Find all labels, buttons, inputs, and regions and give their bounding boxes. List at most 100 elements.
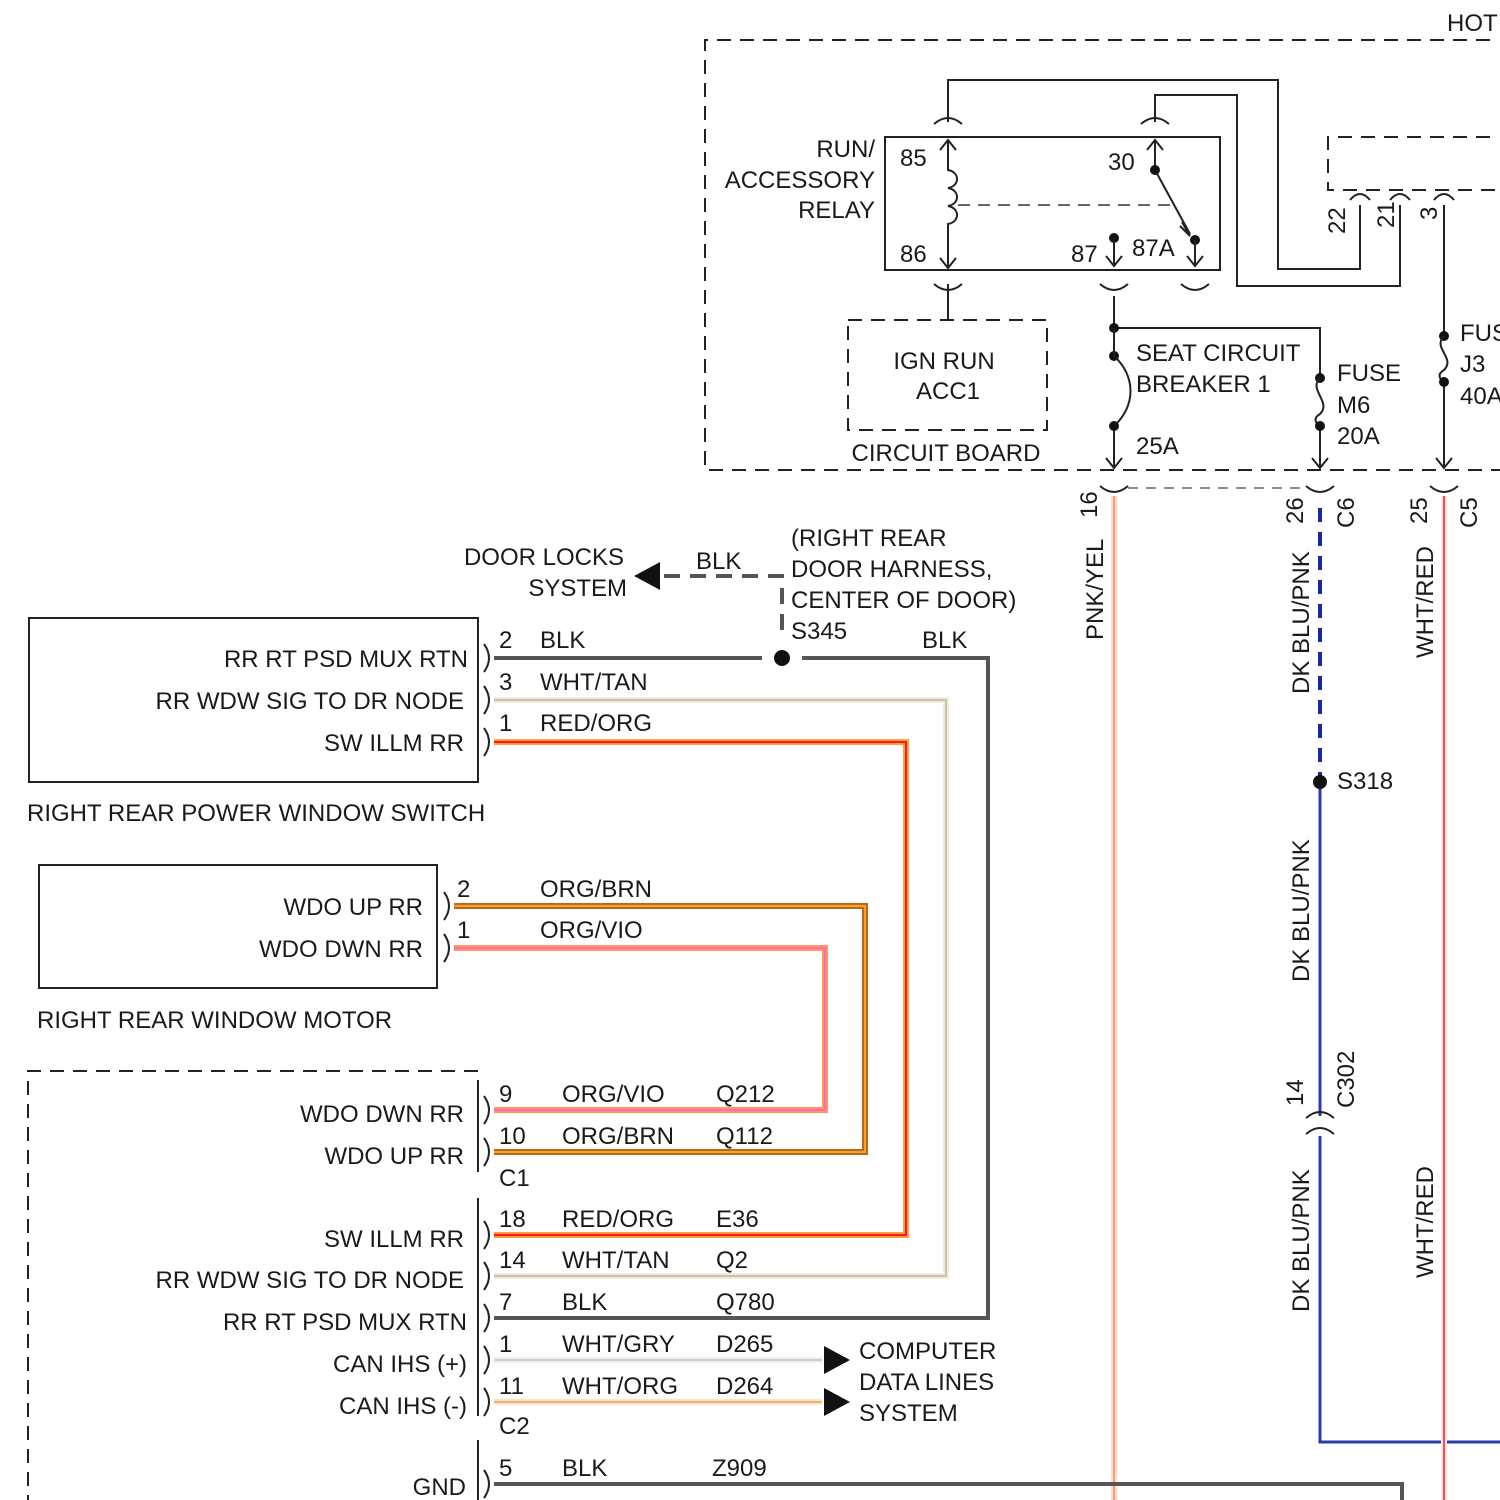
- can-plus-arrow-icon: [824, 1346, 850, 1374]
- wire-red-org: [494, 742, 906, 1235]
- module-pin-color-6: WHT/GRY: [562, 1331, 675, 1358]
- switch-pin-label-2: RR WDW SIG TO DR NODE: [156, 688, 464, 715]
- switch-pin-color-2: WHT/TAN: [540, 669, 648, 696]
- module-pin-circuit-7: D264: [716, 1373, 773, 1400]
- pin-26-label: 26: [1282, 497, 1309, 524]
- module-pin-label-2: WDO UP RR: [324, 1143, 464, 1170]
- gnd-label: GND: [413, 1474, 466, 1500]
- fuse-j3-line2: J3: [1460, 351, 1485, 378]
- module-pin-num-8: 5: [499, 1455, 512, 1482]
- relay-pin-30: 30: [1108, 149, 1135, 176]
- splice-note-line2: DOOR HARNESS,: [791, 556, 992, 583]
- splice-note-line1: (RIGHT REAR: [791, 525, 947, 552]
- motor-pin-label-2: WDO DWN RR: [259, 936, 423, 963]
- hot-label: HOT: [1447, 10, 1498, 37]
- splice-note-line4: S345: [791, 618, 847, 645]
- motor-pin-num-2: 1: [457, 917, 470, 944]
- pnk-yel-label: PNK/YEL: [1082, 539, 1109, 640]
- module-pin-circuit-8: Z909: [712, 1455, 767, 1482]
- switch-title: RIGHT REAR POWER WINDOW SWITCH: [27, 800, 485, 827]
- seat-breaker-amps: 25A: [1136, 433, 1179, 460]
- module-pin-circuit-3: E36: [716, 1206, 759, 1233]
- module-c2-label: C2: [499, 1413, 530, 1440]
- motor-pin-color-2: ORG/VIO: [540, 917, 643, 944]
- module-pin-circuit-1: Q212: [716, 1081, 775, 1108]
- module-pin-label-1: WDO DWN RR: [300, 1101, 464, 1128]
- motor-pin-label-1: WDO UP RR: [283, 894, 423, 921]
- dk-blu-pnk-label-1: DK BLU/PNK: [1288, 551, 1315, 694]
- module-pin-color-2: ORG/BRN: [562, 1123, 674, 1150]
- module-pin-num-7: 11: [499, 1373, 524, 1400]
- wire-gnd-blk: [494, 1484, 1402, 1500]
- ign-run-line2: ACC1: [916, 378, 980, 405]
- fuse-m6-line1: FUSE: [1337, 360, 1401, 387]
- fuse-j3-line1: FUS: [1460, 320, 1500, 347]
- switch-pin-color-3: RED/ORG: [540, 710, 652, 737]
- module-c1-label: C1: [499, 1165, 530, 1192]
- pin-3-label: 3: [1416, 207, 1443, 220]
- wht-red-label-2: WHT/RED: [1412, 1166, 1439, 1278]
- computer-data-line1: COMPUTER: [859, 1338, 996, 1365]
- relay-name-line3: RELAY: [798, 197, 875, 224]
- module-pin-num-1: 9: [499, 1081, 512, 1108]
- relay-pin-87a: 87A: [1132, 235, 1175, 262]
- fuse-j3-line3: 40A: [1460, 383, 1500, 410]
- wire-wht-tan: [494, 700, 946, 1276]
- module-pin-label-6: CAN IHS (+): [333, 1351, 467, 1378]
- switch-pin-label-3: SW ILLM RR: [324, 730, 464, 757]
- module-pin-label-4: RR WDW SIG TO DR NODE: [156, 1267, 464, 1294]
- module-pin-num-6: 1: [499, 1331, 512, 1358]
- door-locks-arrow-icon: [634, 562, 660, 590]
- pin-25-label: 25: [1406, 497, 1433, 524]
- motor-pin-color-1: ORG/BRN: [540, 876, 652, 903]
- power-distribution-center: HOT RUN/ ACCESSORY RELAY 85 86 30 87 87A: [705, 10, 1500, 470]
- switch-pin-num-3: 1: [499, 710, 512, 737]
- module-pin-label-5: RR RT PSD MUX RTN: [223, 1309, 467, 1336]
- c5-label: C5: [1456, 497, 1483, 528]
- fuse-m6-line3: 20A: [1337, 423, 1380, 450]
- blk-top-label: BLK: [696, 548, 741, 575]
- seat-breaker-line2: BREAKER 1: [1136, 371, 1271, 398]
- can-minus-arrow-icon: [824, 1388, 850, 1416]
- module-pin-circuit-4: Q2: [716, 1247, 748, 1274]
- dk-blu-pnk-label-2: DK BLU/PNK: [1288, 839, 1315, 982]
- wire-dk-blu-pnk: [1313, 508, 1500, 1442]
- seat-breaker-line1: SEAT CIRCUIT: [1136, 340, 1301, 367]
- blk-right-label: BLK: [922, 627, 967, 654]
- module-pin-num-2: 10: [499, 1123, 526, 1150]
- pin-21-label: 21: [1373, 201, 1400, 228]
- module-pin-num-3: 18: [499, 1206, 526, 1233]
- module-pin-num-4: 14: [499, 1247, 526, 1274]
- module-pin-label-7: CAN IHS (-): [339, 1393, 467, 1420]
- relay-name-line1: RUN/: [816, 136, 875, 163]
- fuse-m6-line2: M6: [1337, 392, 1370, 419]
- splice-s345: [774, 650, 790, 666]
- switch-pin-color-1: BLK: [540, 627, 585, 654]
- motor-pin-num-1: 2: [457, 876, 470, 903]
- switch-pin-num-2: 3: [499, 669, 512, 696]
- relay-switch-icon: [1100, 118, 1209, 290]
- pin-22-label: 22: [1324, 207, 1351, 234]
- pin-16-label: 16: [1076, 491, 1103, 518]
- module-pin-color-3: RED/ORG: [562, 1206, 674, 1233]
- c6-label: C6: [1333, 497, 1360, 528]
- module-pin-num-5: 7: [499, 1289, 512, 1316]
- fuse-m6-icon: [1312, 373, 1328, 468]
- s318-label: S318: [1337, 768, 1393, 795]
- module-pin-color-1: ORG/VIO: [562, 1081, 665, 1108]
- computer-data-line3: SYSTEM: [859, 1400, 958, 1427]
- relay-coil-icon: [934, 118, 962, 290]
- switch-pin-num-1: 2: [499, 627, 512, 654]
- module-pin-color-4: WHT/TAN: [562, 1247, 670, 1274]
- relay-name-line2: ACCESSORY: [725, 167, 875, 194]
- door-locks-line1: DOOR LOCKS: [464, 544, 624, 571]
- relay-pin-86: 86: [900, 241, 927, 268]
- relay-pin-87: 87: [1071, 241, 1098, 268]
- module-pin-label-3: SW ILLM RR: [324, 1226, 464, 1253]
- pin-14-label: 14: [1282, 1079, 1309, 1106]
- door-locks-line2: SYSTEM: [528, 575, 627, 602]
- module-pin-color-5: BLK: [562, 1289, 607, 1316]
- module-pin-color-8: BLK: [562, 1455, 607, 1482]
- module-pin-circuit-5: Q780: [716, 1289, 775, 1316]
- ign-run-line1: IGN RUN: [893, 348, 994, 375]
